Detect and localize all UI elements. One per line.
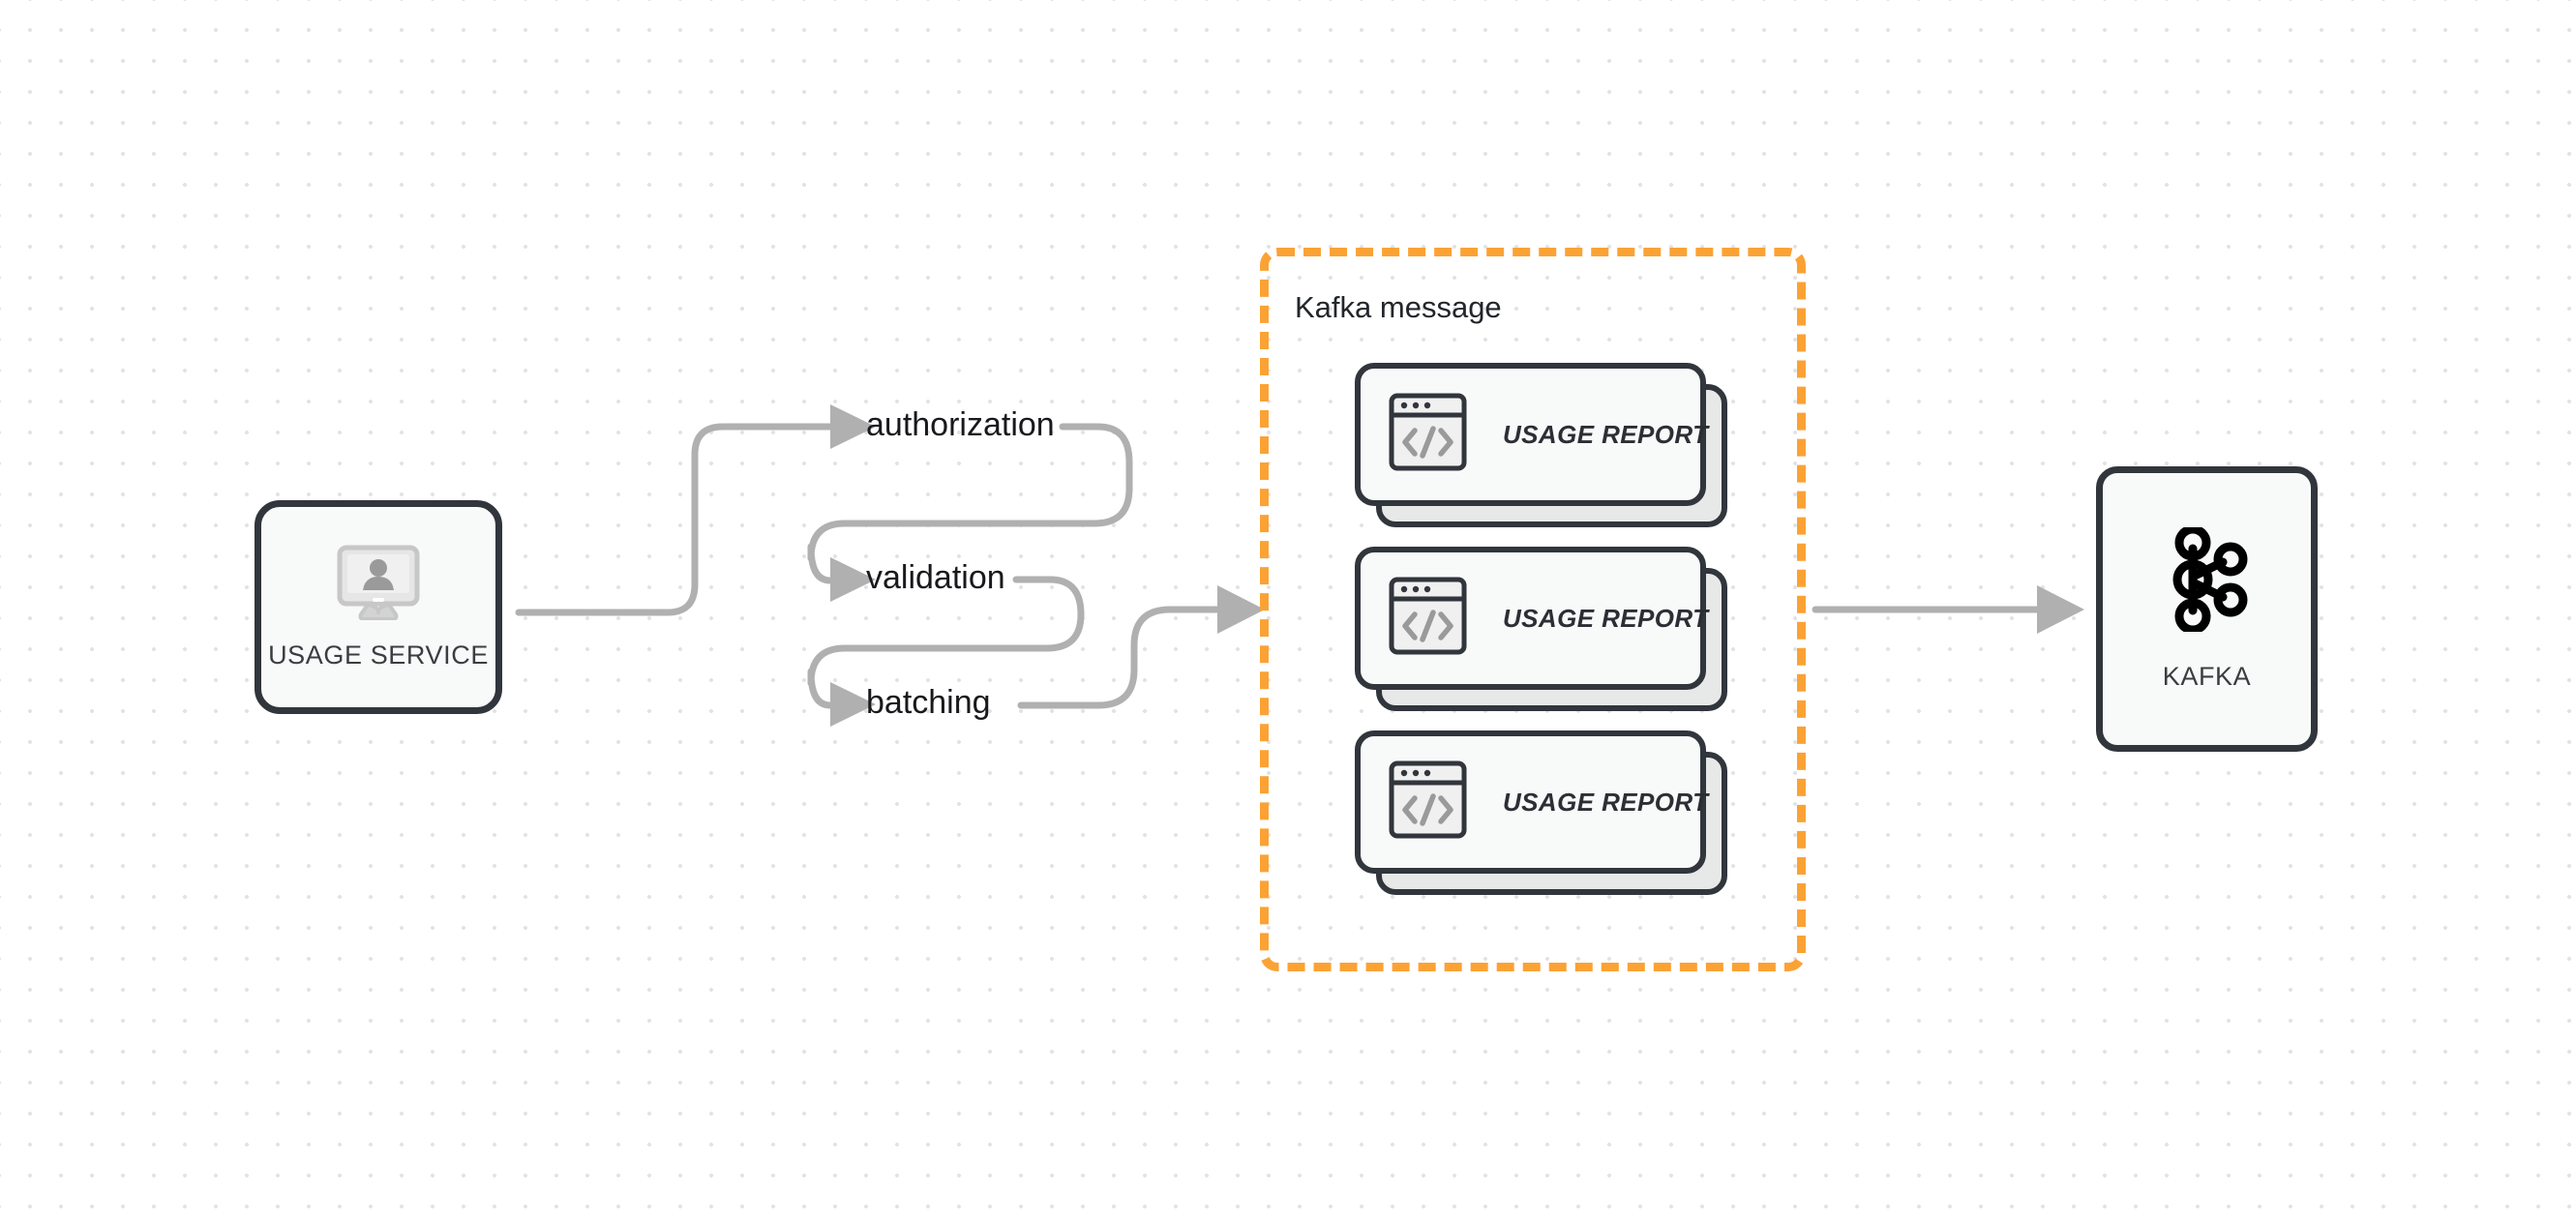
card-front[interactable]: USAGE REPORT <box>1355 363 1709 506</box>
usage-report-card[interactable]: USAGE REPORT <box>1355 363 1727 527</box>
code-window-icon <box>1388 759 1468 845</box>
connector-batching-to-kafka-message <box>1017 585 1265 709</box>
usage-report-label: USAGE REPORT <box>1503 603 1709 633</box>
usage-report-card[interactable]: USAGE REPORT <box>1355 730 1727 895</box>
kafka-label: KAFKA <box>2162 661 2252 691</box>
connector-usage-service-to-authorization <box>515 404 876 616</box>
usage-report-card[interactable]: USAGE REPORT <box>1355 547 1727 711</box>
card-front[interactable]: USAGE REPORT <box>1355 730 1709 874</box>
node-kafka[interactable]: KAFKA <box>2096 466 2318 752</box>
node-usage-service[interactable]: USAGE SERVICE <box>255 500 502 714</box>
usage-report-label: USAGE REPORT <box>1503 419 1709 449</box>
monitor-user-icon <box>336 545 421 625</box>
connector-kafka-message-to-kafka <box>1812 585 2084 634</box>
code-window-icon <box>1388 392 1468 477</box>
step-label-validation: validation <box>866 559 1005 596</box>
usage-report-label: USAGE REPORT <box>1503 787 1709 817</box>
kafka-message-title: Kafka message <box>1295 290 1502 324</box>
code-window-icon <box>1388 576 1468 661</box>
usage-service-label: USAGE SERVICE <box>268 640 489 670</box>
card-front[interactable]: USAGE REPORT <box>1355 547 1709 690</box>
kafka-logo-icon <box>2163 524 2252 637</box>
step-label-authorization: authorization <box>866 406 1055 443</box>
kafka-message-group[interactable] <box>1260 248 1806 971</box>
step-label-batching: batching <box>866 684 991 721</box>
